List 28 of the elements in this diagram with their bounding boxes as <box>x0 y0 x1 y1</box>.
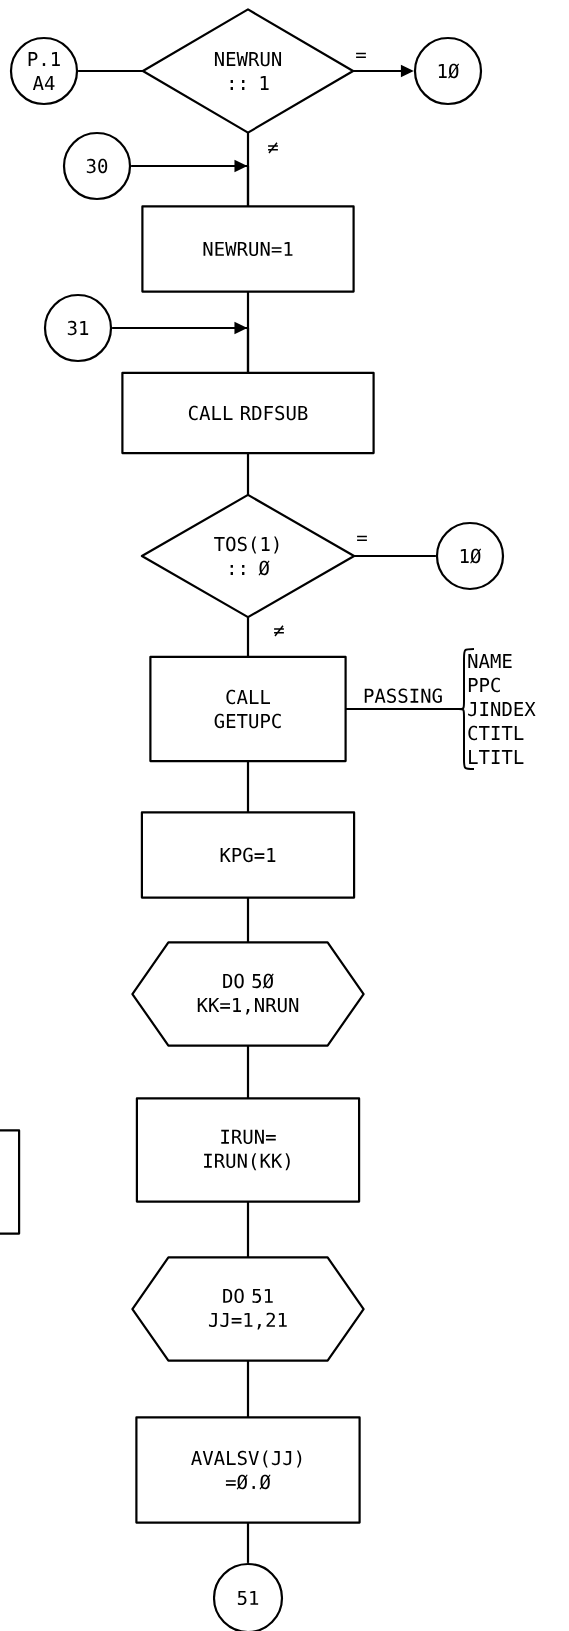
process-box: CALL GETUPC <box>149 655 347 763</box>
process-box: NEWRUN=1 <box>141 205 355 293</box>
connector-line <box>246 761 250 813</box>
process-box: IRUN= IRUN(KK) <box>135 1097 361 1203</box>
edge-label: PASSING <box>361 687 445 704</box>
connector-line <box>345 707 459 711</box>
edge-label: ≠ <box>272 624 286 638</box>
edge-label: ≠ <box>266 141 280 155</box>
edge-label: = <box>354 51 368 63</box>
connector-line <box>246 453 250 495</box>
process-box: AVALSV(JJ) =Ø.Ø <box>135 1416 361 1524</box>
connector-line <box>246 897 250 943</box>
connector-line <box>246 291 250 373</box>
connector-line <box>246 1360 250 1418</box>
process-box <box>0 1129 21 1235</box>
parameter-list: NAME PPC JINDEX CTITL LTITL <box>458 648 536 771</box>
process-box: CALL RDFSUB <box>121 371 375 455</box>
loop-hexagon: DO 51 JJ=1,21 <box>131 1256 365 1362</box>
process-box: KPG=1 <box>140 811 356 899</box>
connector-line <box>246 617 250 657</box>
connector-line <box>246 1522 250 1563</box>
connector-line <box>246 1045 250 1099</box>
connector-line <box>246 1201 250 1258</box>
loop-hexagon: DO 5Ø KK=1,NRUN <box>131 941 365 1047</box>
connector-line <box>131 159 250 207</box>
connector-line <box>78 69 143 73</box>
connector-line <box>354 554 436 558</box>
edge-label: = <box>355 534 369 546</box>
